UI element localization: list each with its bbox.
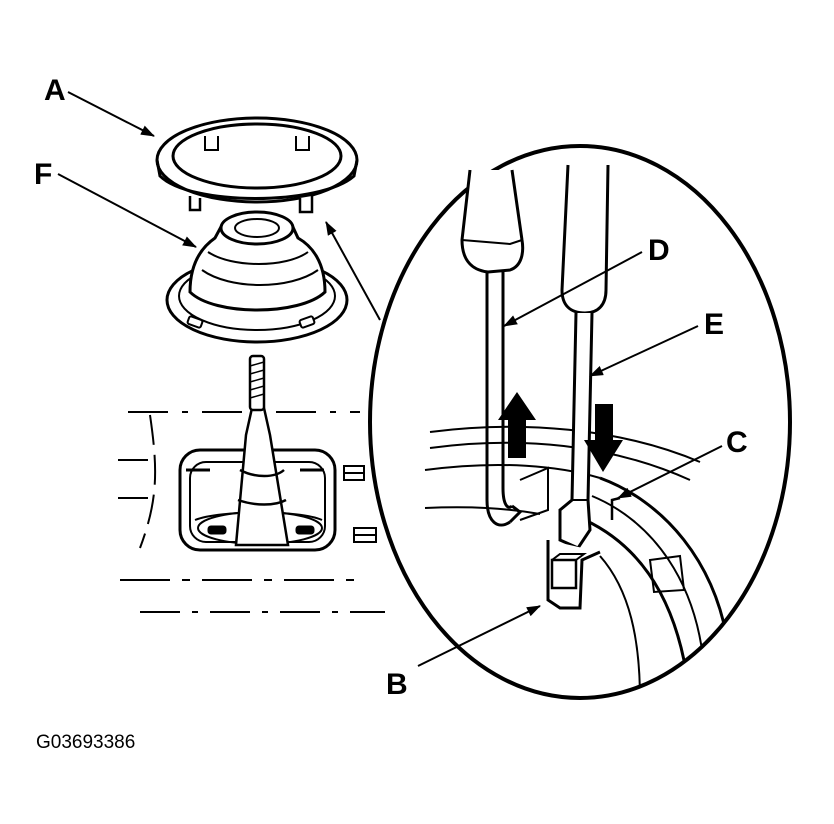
clip-b xyxy=(546,540,601,610)
leader-c xyxy=(617,445,723,499)
callout-a: A xyxy=(44,74,66,107)
shift-lever xyxy=(234,354,290,547)
callout-b: B xyxy=(386,668,408,701)
leader-a xyxy=(67,91,155,137)
screwdriver-d xyxy=(460,169,525,527)
detail-view xyxy=(368,144,792,700)
leader-b xyxy=(417,605,541,667)
leader-oval xyxy=(325,221,381,321)
leader-d xyxy=(503,251,643,327)
retaining-ring xyxy=(155,116,359,214)
callout-c: C xyxy=(726,426,748,459)
shift-boot xyxy=(165,210,349,344)
down-arrow xyxy=(584,404,623,472)
console-panel xyxy=(118,411,385,613)
callout-d: D xyxy=(648,234,670,267)
leader-e xyxy=(589,325,699,377)
leader-f xyxy=(57,173,197,248)
figure-id: G03693386 xyxy=(36,732,135,753)
up-arrow xyxy=(498,392,536,458)
callout-f: F xyxy=(34,158,52,191)
leader-lines xyxy=(57,91,723,667)
callout-e: E xyxy=(704,308,724,341)
